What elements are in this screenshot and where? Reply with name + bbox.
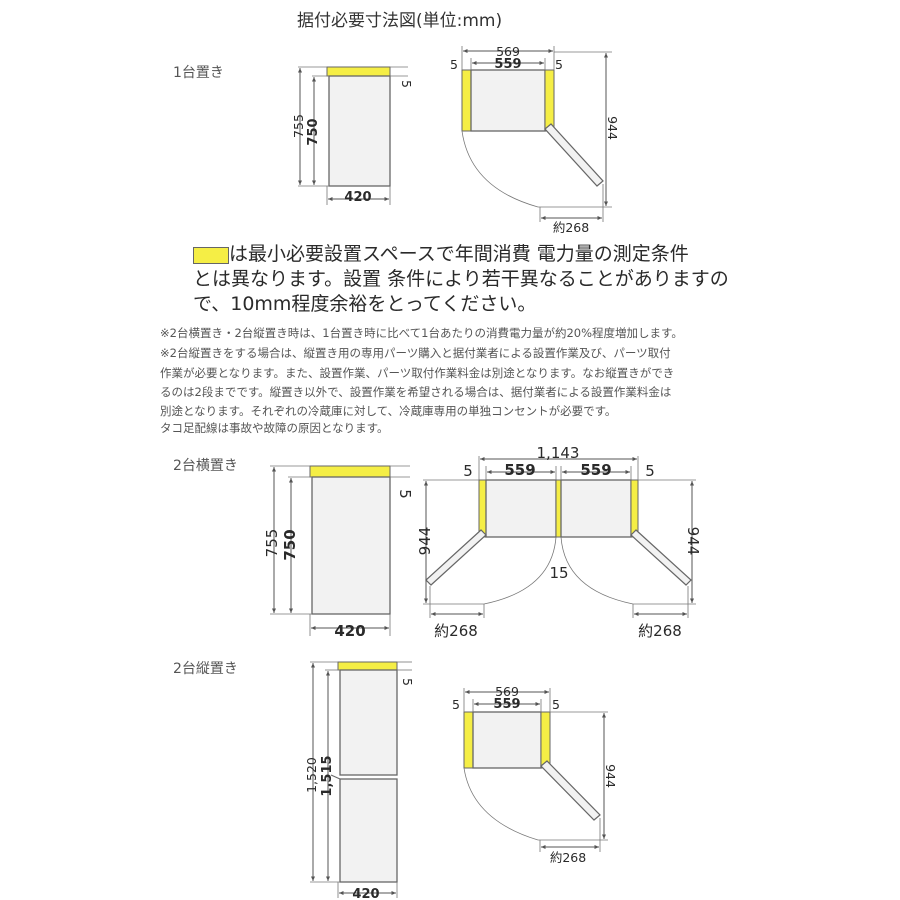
section-label-single: 1台置き bbox=[173, 65, 224, 81]
stacked-door-open-depth: 944 bbox=[603, 764, 618, 788]
stacked-height-outer: 1,520 bbox=[304, 757, 319, 793]
sbs-top-gap: 5 bbox=[396, 489, 414, 499]
single-height-outer: 755 bbox=[291, 114, 306, 138]
legend-swatch bbox=[193, 247, 229, 264]
note-line-6: タコ足配線は事故や故障の原因となります。 bbox=[160, 421, 389, 435]
sbs-height-outer: 755 bbox=[263, 529, 281, 558]
single-side-gap-left: 5 bbox=[450, 57, 458, 72]
sbs-height-inner: 750 bbox=[281, 529, 299, 560]
stacked-door bbox=[540, 760, 601, 821]
sbs-width-left: 559 bbox=[504, 461, 535, 479]
stacked-depth: 420 bbox=[352, 887, 379, 900]
single-door-open-depth: 944 bbox=[605, 116, 620, 140]
stacked-top-view: 569 559 5 5 944 約268 bbox=[452, 684, 618, 865]
stacked-top-gap: 5 bbox=[400, 678, 415, 686]
stacked-door-swing: 約268 bbox=[550, 850, 586, 865]
sbs-width-right: 559 bbox=[580, 461, 611, 479]
sbs-width-total: 1,143 bbox=[537, 444, 580, 462]
stacked-height-inner: 1,515 bbox=[320, 755, 335, 796]
sbs-center-gap: 15 bbox=[549, 564, 568, 582]
single-depth: 420 bbox=[344, 190, 371, 205]
single-side-view: 755 750 5 420 bbox=[291, 66, 414, 205]
single-width-inner: 559 bbox=[494, 57, 521, 72]
single-top-space bbox=[326, 66, 391, 77]
sbs-side-gap-left: 5 bbox=[463, 462, 473, 480]
stacked-side-gap-right: 5 bbox=[552, 697, 560, 712]
single-top-view: 569 559 5 5 944 約268 bbox=[450, 44, 620, 235]
page-title: 据付必要寸法図(単位:mm) bbox=[297, 11, 503, 31]
stacked-width-inner: 559 bbox=[493, 697, 520, 712]
single-top-gap: 5 bbox=[399, 80, 414, 88]
note-line-2: ※2台縦置きをする場合は、縦置き用の専用パーツ購入と据付業者による設置作業及び、… bbox=[160, 346, 671, 360]
single-door bbox=[544, 123, 604, 187]
note-line-1: ※2台横置き・2台縦置き時は、1台置き時に比べて1台あたりの消費電力量が約20%… bbox=[160, 326, 683, 340]
legend-line-2: とは異なります。設置 条件により若干異なることがありますの bbox=[193, 268, 729, 290]
single-door-swing: 約268 bbox=[553, 220, 589, 235]
stacked-side-view: 1,520 1,515 5 420 bbox=[304, 661, 415, 900]
side-by-side-top-view: 1,143 559 559 5 5 15 944 944 約268 約268 bbox=[416, 444, 702, 640]
stacked-side-gap-left: 5 bbox=[452, 697, 460, 712]
section-label-stacked: 2台縦置き bbox=[173, 661, 238, 677]
note-line-5: 別途となります。それぞれの冷蔵庫に対して、冷蔵庫専用の単独コンセントが必要です。 bbox=[160, 404, 617, 418]
legend-line-1: は最小必要設置スペースで年間消費 電力量の測定条件 bbox=[229, 243, 689, 265]
stacked-width-outer: 569 bbox=[495, 684, 519, 699]
sbs-side-gap-right: 5 bbox=[645, 462, 655, 480]
sbs-door-open-depth-right: 944 bbox=[684, 527, 702, 556]
note-line-3: 作業が必要となります。また、設置作業、パーツ取付作業料金は別途となります。なお縦… bbox=[160, 366, 675, 380]
sbs-depth: 420 bbox=[334, 622, 365, 640]
single-fridge-body bbox=[328, 75, 391, 187]
sbs-door-swing-left: 約268 bbox=[434, 622, 478, 640]
note-line-4: るのは2段までです。縦置き以外で、設置作業を希望される場合は、据付業者による設置… bbox=[160, 385, 672, 399]
sbs-door-swing-right: 約268 bbox=[638, 622, 682, 640]
sbs-door-open-depth-left: 944 bbox=[416, 527, 434, 556]
side-by-side-side-view: 755 750 5 420 bbox=[263, 465, 414, 640]
section-label-side-by-side: 2台横置き bbox=[173, 458, 238, 474]
single-side-gap-right: 5 bbox=[555, 57, 563, 72]
single-height-inner: 750 bbox=[306, 118, 321, 145]
single-width-outer: 569 bbox=[496, 44, 520, 59]
legend-line-3: で、10mm程度余裕をとってください。 bbox=[193, 293, 537, 315]
